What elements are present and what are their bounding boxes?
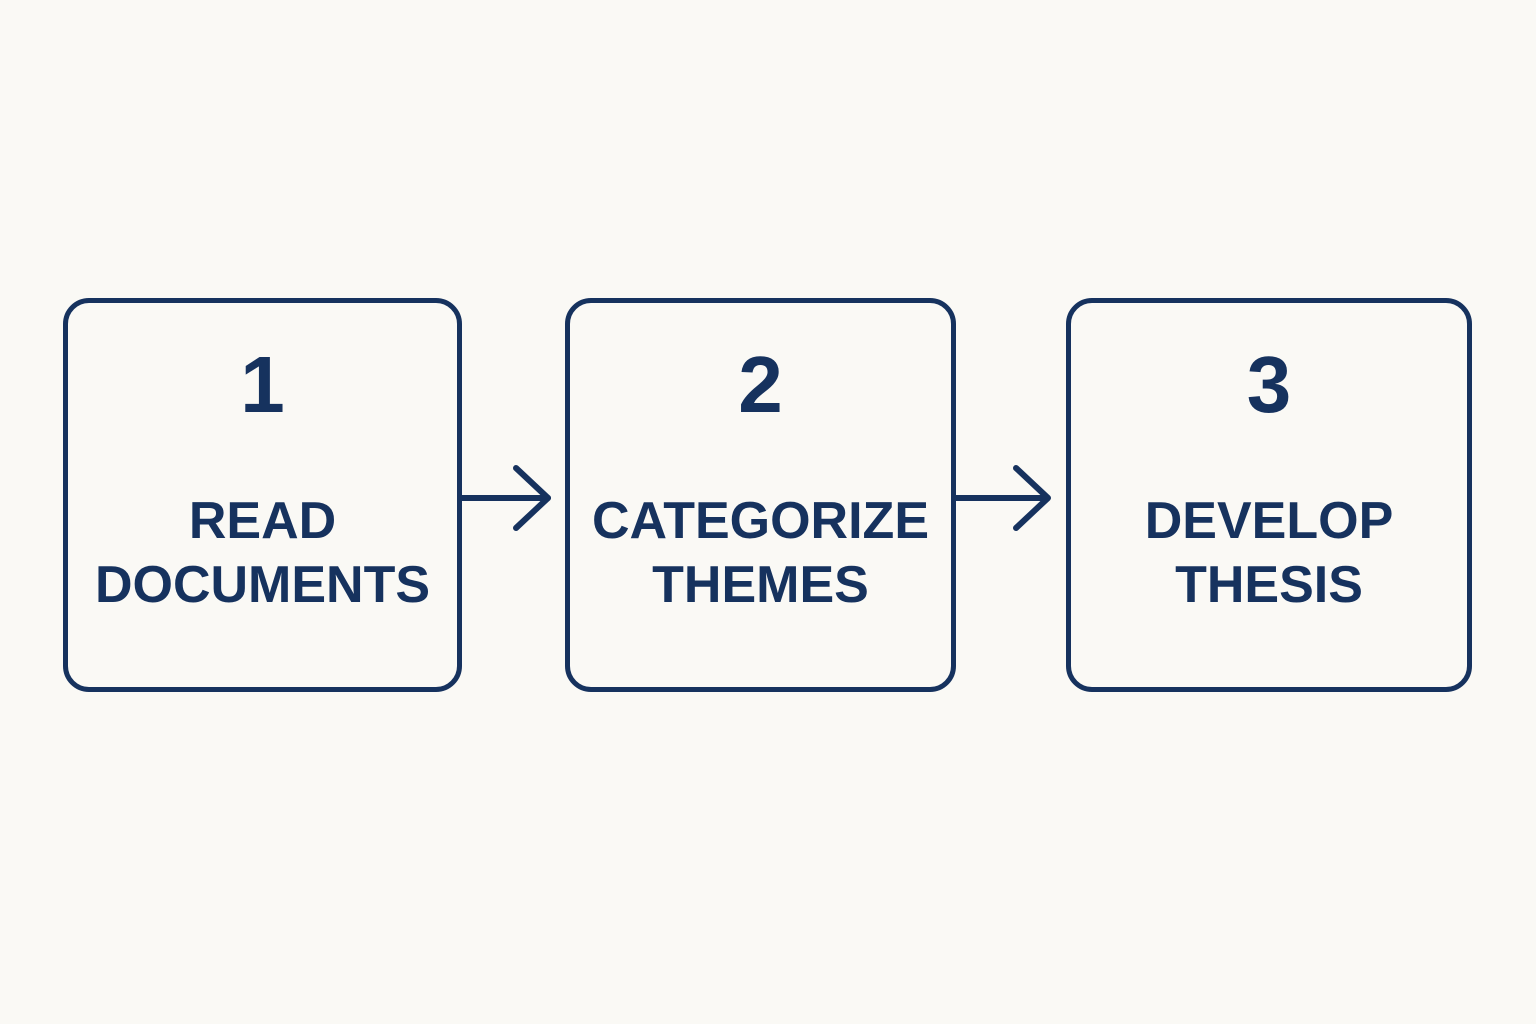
step-1-label: READ DOCUMENTS — [48, 489, 477, 617]
step-3-label-line2: THESIS — [1175, 556, 1363, 614]
step-1-number: 1 — [240, 340, 285, 429]
step-3-number: 3 — [1246, 340, 1292, 429]
step-3-label-line1: DEVELOP — [1144, 492, 1394, 550]
step-2-number: 2 — [738, 340, 783, 429]
step-1-label-line1: READ — [188, 492, 337, 550]
step-2-label-line2: THEMES — [652, 556, 869, 614]
step-3-label: DEVELOP THESIS — [1051, 489, 1487, 617]
arrow-right-icon — [460, 465, 551, 531]
step-3-box: 3 DEVELOP THESIS — [1066, 298, 1472, 692]
arrow-right-icon — [954, 465, 1051, 531]
step-1-box: 1 READ DOCUMENTS — [63, 298, 462, 692]
step-2-box: 2 CATEGORIZE THEMES — [565, 298, 956, 692]
step-2-label: CATEGORIZE THEMES — [550, 489, 971, 617]
step-2-label-line1: CATEGORIZE — [591, 492, 930, 550]
step-1-label-line2: DOCUMENTS — [94, 556, 431, 614]
